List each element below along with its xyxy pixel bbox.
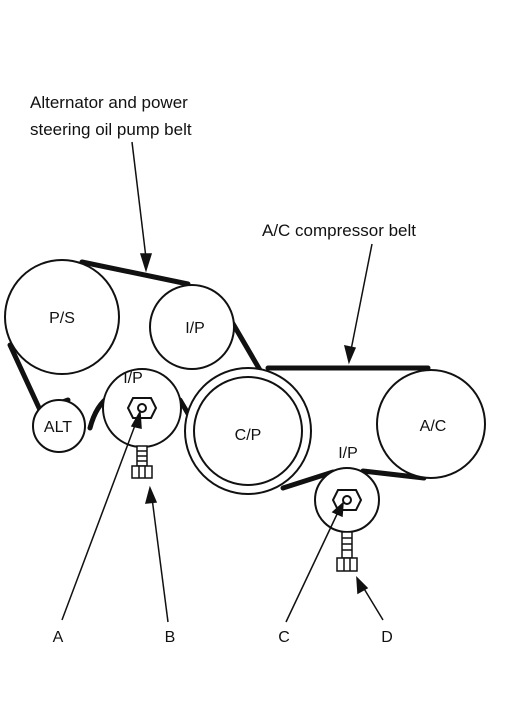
arrowhead-icon bbox=[130, 409, 142, 429]
adjust-bolt-b bbox=[131, 445, 153, 479]
belt-segment-cp-to-ip-bottom bbox=[280, 469, 336, 491]
arrowhead-icon bbox=[139, 253, 153, 273]
leader-line-b bbox=[151, 497, 169, 623]
pulley-label-alt: ALT bbox=[44, 419, 72, 436]
pulley-label-ip-upper: I/P bbox=[185, 320, 205, 337]
belt-segment-ps-to-alt bbox=[7, 342, 43, 413]
pulley-label-ps: P/S bbox=[49, 310, 75, 327]
callout-alt-ps-belt-line1: Alternator and power bbox=[30, 93, 188, 112]
callout-ac-belt: A/C compressor belt bbox=[262, 221, 416, 240]
pulley-label-ip-lower: I/P bbox=[338, 445, 358, 462]
alt-pulley bbox=[32, 399, 86, 453]
arrowhead-icon bbox=[144, 485, 158, 504]
letter-c: C bbox=[278, 629, 290, 646]
leader-line-alt-ps-belt bbox=[131, 141, 147, 259]
pulley-label-ip-left: I/P bbox=[123, 370, 143, 387]
ac-pulley bbox=[376, 369, 486, 479]
arrowhead-icon bbox=[331, 501, 344, 518]
belt-segment-ps-to-ip bbox=[79, 259, 191, 287]
bolt-center-icon bbox=[342, 495, 352, 505]
ps-pulley bbox=[4, 259, 120, 375]
arrowhead-icon bbox=[343, 345, 357, 365]
leader-line-c bbox=[285, 509, 340, 623]
callout-alt-ps-belt-line2: steering oil pump belt bbox=[30, 120, 192, 139]
cp-pulley-inner bbox=[193, 376, 303, 486]
adjust-bolt-d bbox=[336, 531, 358, 572]
letter-d: D bbox=[381, 629, 393, 646]
ac-compressor-belt bbox=[265, 365, 431, 491]
bolt-center-icon bbox=[137, 403, 147, 413]
pulley-label-ac: A/C bbox=[420, 418, 447, 435]
belt-segment-ip-to-ac-bottom bbox=[360, 468, 427, 481]
arrowhead-icon bbox=[356, 576, 369, 595]
leader-line-a bbox=[61, 419, 138, 621]
letter-b: B bbox=[165, 629, 176, 646]
ip-upper-pulley bbox=[149, 284, 235, 370]
leader-line-d bbox=[362, 586, 384, 621]
letter-a: A bbox=[53, 629, 64, 646]
pulley-label-cp: C/P bbox=[235, 427, 262, 444]
leader-line-ac-belt bbox=[350, 243, 373, 351]
